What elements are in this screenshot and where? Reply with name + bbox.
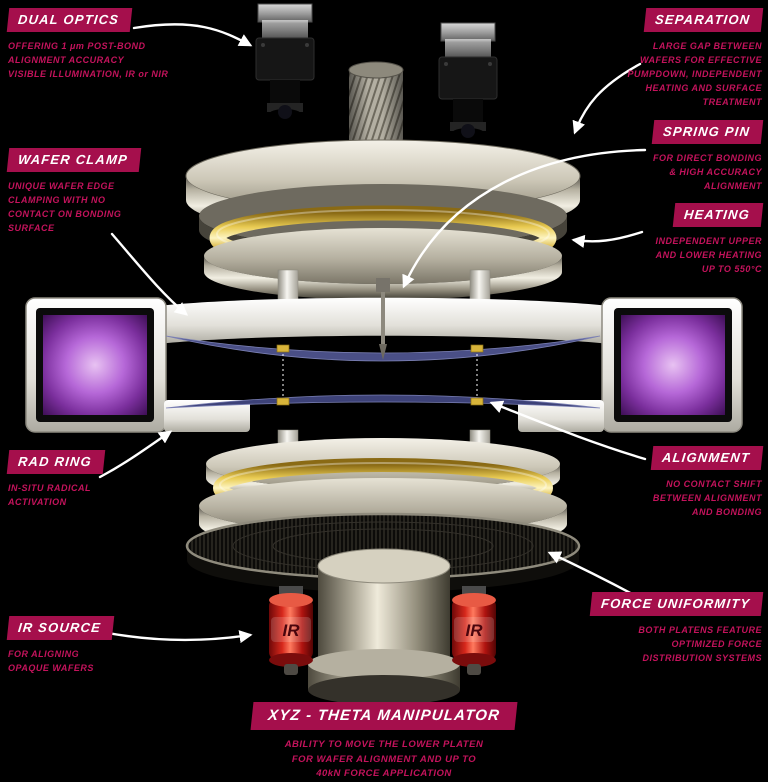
callout-separation: SEPARATION LARGE GAP BETWEEN WAFERS FOR … — [627, 8, 764, 110]
support-pillars-upper — [277, 269, 491, 305]
spindle-shaft — [348, 61, 404, 152]
force-distribution-plate — [185, 512, 581, 592]
heating-desc: INDEPENDENT UPPER AND LOWER HEATING UP T… — [655, 236, 762, 274]
heating-title: HEATING — [672, 203, 764, 227]
dual-optics-desc: OFFERING 1 μm POST-BOND ALIGNMENT ACCURA… — [8, 41, 169, 79]
rad-ring-desc: IN-SITU RADICAL ACTIVATION — [8, 483, 91, 507]
camera-right — [438, 22, 498, 138]
separation-desc: LARGE GAP BETWEEN WAFERS FOR EFFECTIVE P… — [627, 41, 762, 107]
ir-label-left: IR — [283, 621, 301, 640]
arrow-spring-pin — [402, 148, 647, 289]
wafer-upper — [165, 335, 601, 362]
base-column — [308, 548, 460, 705]
arrow-force-uniformity — [547, 551, 640, 599]
spring-pin-title: SPRING PIN — [651, 120, 764, 144]
arrow-heating — [571, 230, 644, 248]
alignment-desc: NO CONTACT SHIFT BETWEEN ALIGNMENT AND B… — [652, 479, 762, 517]
callout-rad-ring: RAD RING IN-SITU RADICAL ACTIVATION — [6, 450, 106, 510]
arrow-wafer-clamp — [110, 232, 189, 316]
manipulator-title: XYZ - THETA MANIPULATOR — [250, 702, 518, 730]
ir-source-left: IR — [269, 586, 313, 675]
arrow-ir-source — [106, 630, 253, 644]
wafer-clamp-desc: UNIQUE WAFER EDGE CLAMPING WITH NO CONTA… — [8, 181, 122, 233]
wafer-lower — [165, 394, 601, 409]
separation-title: SEPARATION — [643, 8, 764, 32]
edge-clamp-marks — [276, 344, 484, 406]
spring-pin-needle — [376, 278, 390, 360]
wafer-clamp-title: WAFER CLAMP — [6, 148, 142, 172]
rad-ring-title: RAD RING — [6, 450, 106, 474]
callout-force-uniformity: FORCE UNIFORMITY BOTH PLATENS FEATURE OP… — [589, 592, 764, 666]
manipulator-desc: ABILITY TO MOVE THE LOWER PLATEN FOR WAF… — [284, 739, 484, 780]
camera-left — [255, 3, 315, 119]
alignment-title: ALIGNMENT — [650, 446, 764, 470]
ir-source-desc: FOR ALIGNING OPAQUE WAFERS — [8, 649, 94, 673]
callout-heating: HEATING INDEPENDENT UPPER AND LOWER HEAT… — [655, 203, 764, 277]
callout-xyz-theta-manipulator: XYZ - THETA MANIPULATOR ABILITY TO MOVE … — [0, 702, 768, 782]
spring-pin-desc: FOR DIRECT BONDING & HIGH ACCURACY ALIGN… — [653, 153, 762, 191]
arrow-rad-ring — [98, 430, 173, 479]
arrow-alignment — [489, 400, 647, 461]
dual-optics-title: DUAL OPTICS — [6, 8, 133, 32]
ir-source-title: IR SOURCE — [6, 616, 115, 640]
callout-spring-pin: SPRING PIN FOR DIRECT BONDING & HIGH ACC… — [651, 120, 764, 194]
viewport-left — [36, 308, 154, 422]
callout-arrows — [98, 23, 647, 644]
callout-ir-source: IR SOURCE FOR ALIGNING OPAQUE WAFERS — [6, 616, 115, 676]
force-uniformity-title: FORCE UNIFORMITY — [589, 592, 764, 616]
arrow-separation — [572, 62, 642, 135]
arrow-dual-optics — [132, 23, 253, 47]
ir-source-right: IR — [452, 586, 496, 675]
ir-label-right: IR — [466, 621, 484, 640]
force-uniformity-desc: BOTH PLATENS FEATURE OPTIMIZED FORCE DIS… — [638, 625, 762, 663]
callout-wafer-clamp: WAFER CLAMP UNIQUE WAFER EDGE CLAMPING W… — [6, 148, 142, 236]
viewport-right — [614, 308, 732, 422]
callout-alignment: ALIGNMENT NO CONTACT SHIFT BETWEEN ALIGN… — [650, 446, 764, 520]
callout-dual-optics: DUAL OPTICS OFFERING 1 μm POST-BOND ALIG… — [6, 8, 169, 82]
